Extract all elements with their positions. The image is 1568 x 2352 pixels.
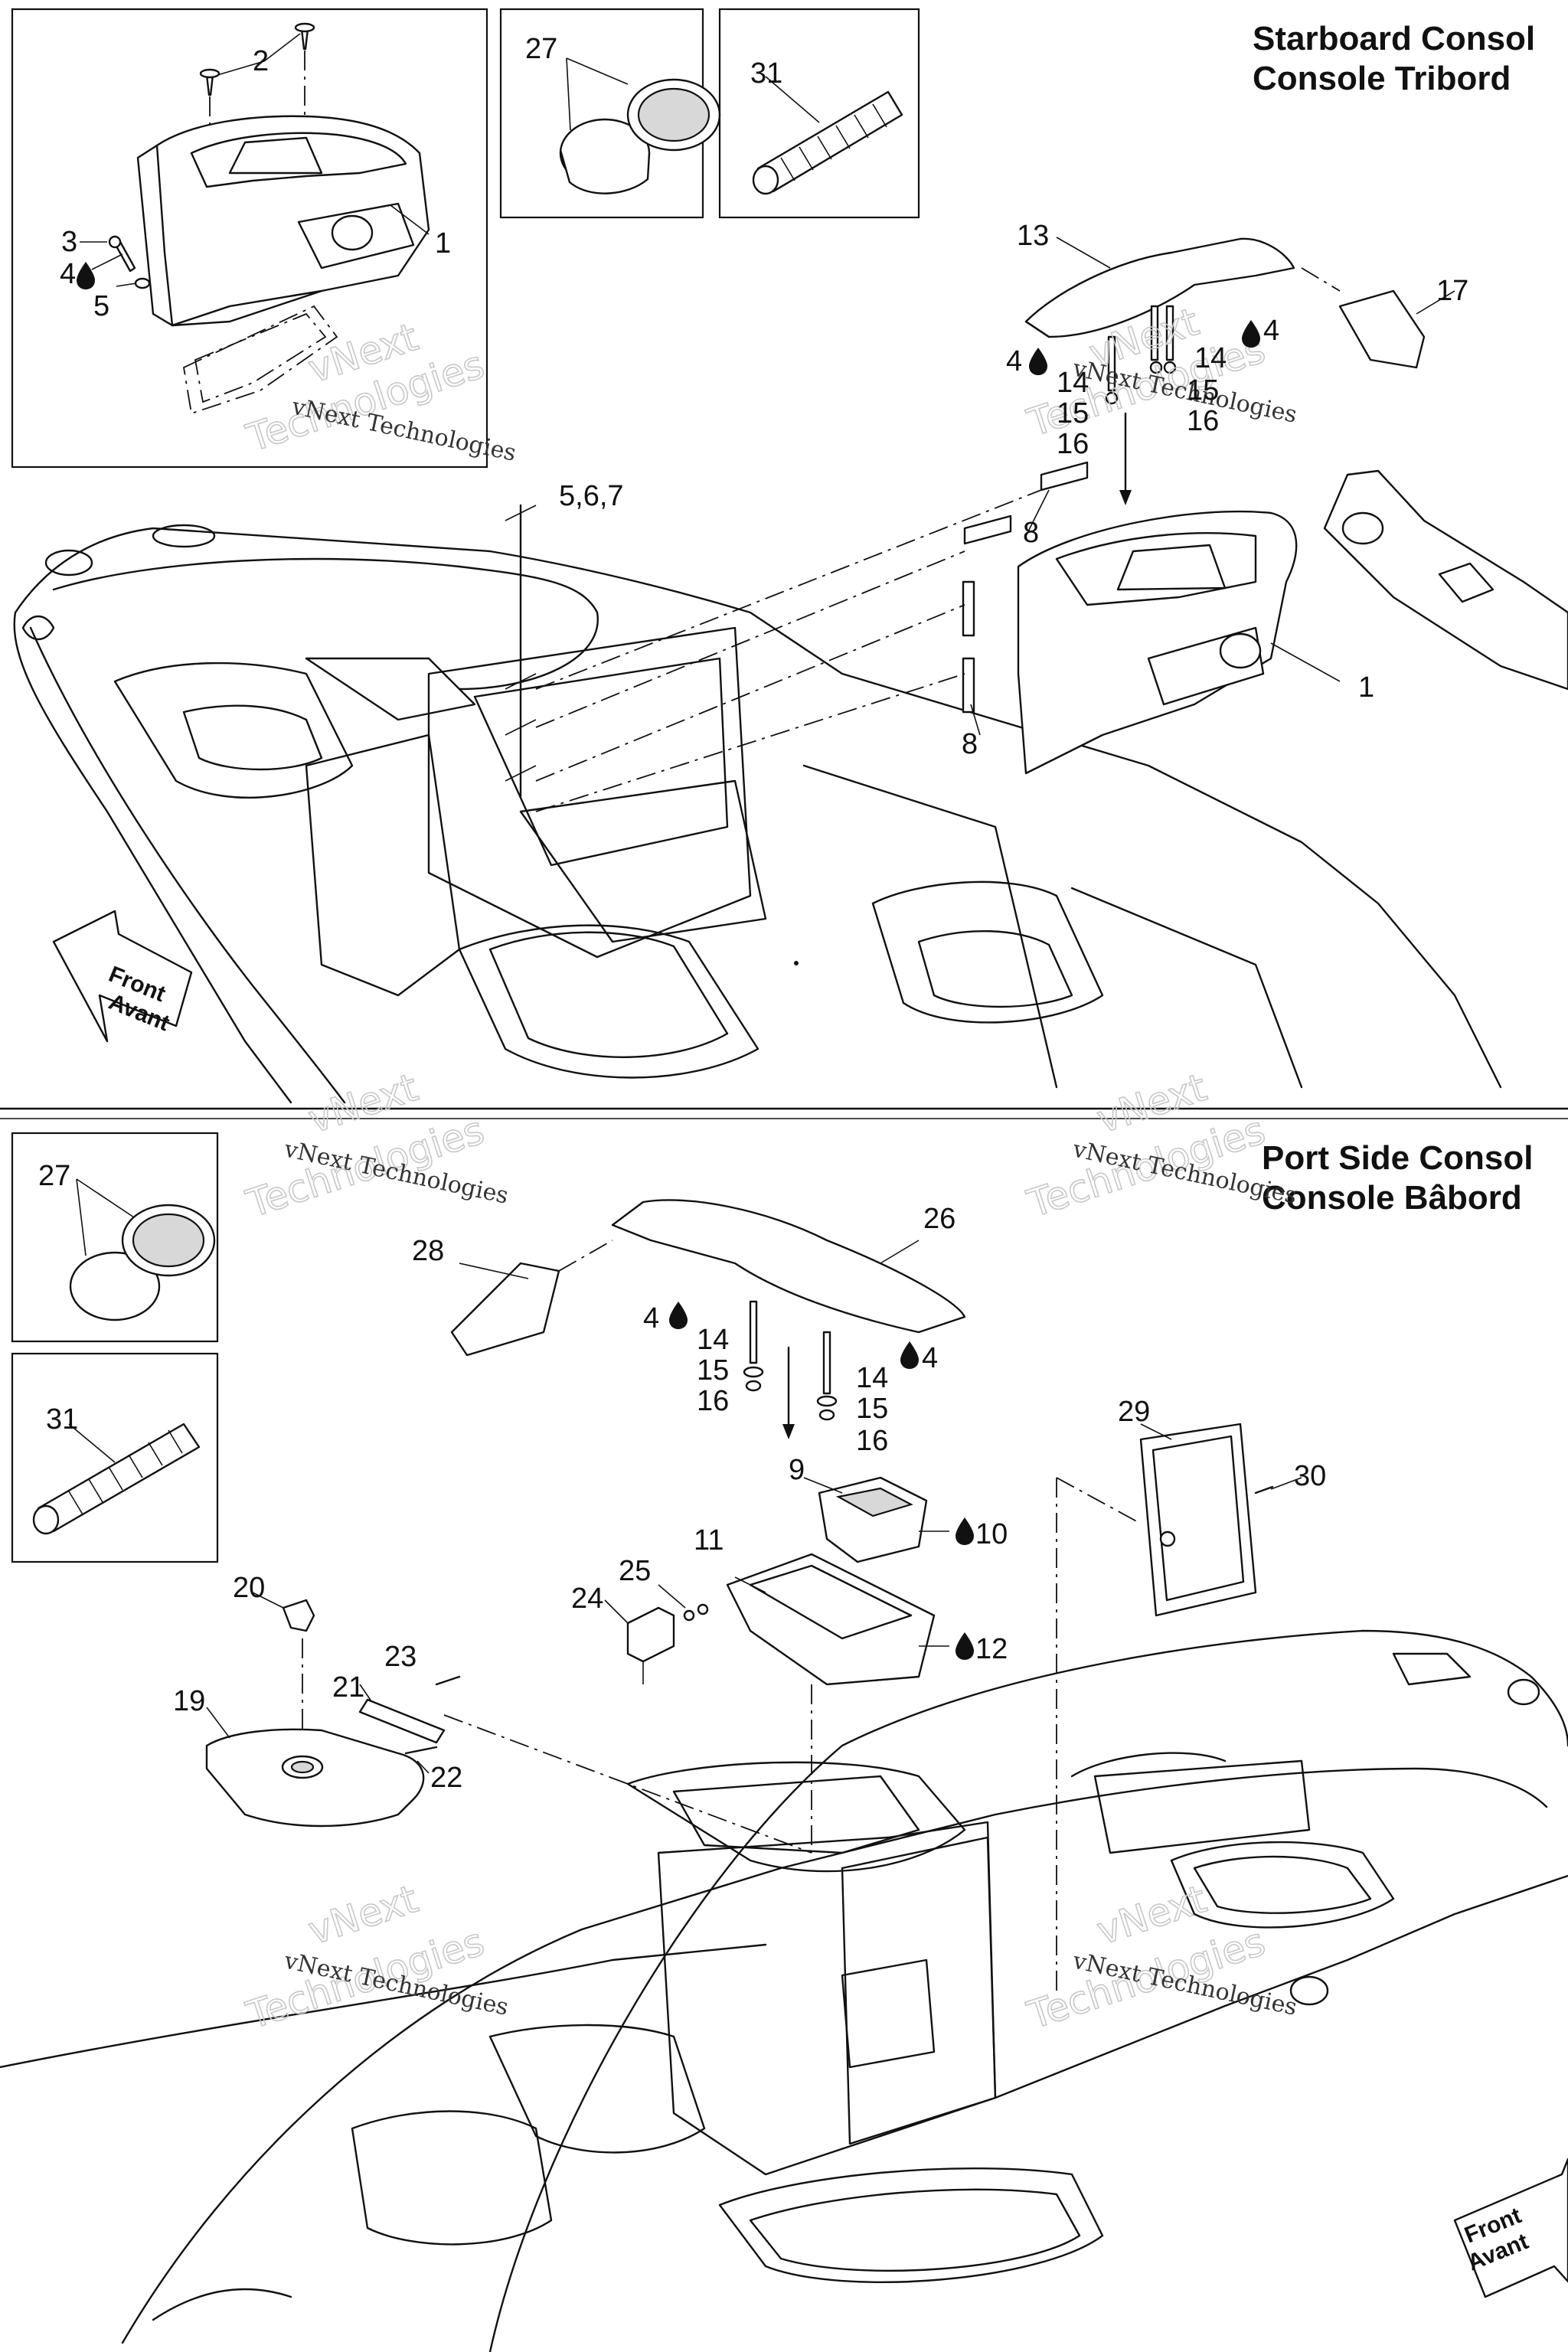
port-console-parts [205,1199,1302,1991]
starboard-console-assembly [505,237,1568,812]
callout-5: 5 [93,290,109,322]
callout-14-starboard-left: 14 [1057,367,1089,399]
inset-box-console-detail [11,8,488,469]
callout-16-starboard-left: 16 [1057,428,1089,460]
watermark-6: vNext Technologies vNext Technologies [1021,1876,1299,2038]
watermark-1: vNext Technologies vNext Technologies [240,314,518,466]
inset-box-tube-top [718,8,920,219]
callout-25: 25 [619,1555,651,1587]
port-front-arrow [1453,2158,1568,2298]
callout-21: 21 [332,1671,364,1704]
callout-13: 13 [1017,220,1049,252]
starboard-title-fr: Console Tribord [1253,60,1511,97]
callout-16-starboard-right: 16 [1187,405,1219,437]
callout-15-starboard-left: 15 [1057,397,1089,430]
callout-2: 2 [253,45,269,77]
callout-30: 30 [1294,1460,1326,1492]
port-boat-hull [0,1629,1568,2352]
callout-5-6-7: 5,6,7 [559,480,624,512]
inset-box-vent-cap-top [499,8,721,219]
starboard-boat-hull [13,524,1502,1104]
port-title-en: Port Side Consol [1262,1139,1534,1177]
callout-15-starboard-right: 15 [1187,374,1219,407]
callout-1-inset: 1 [435,227,451,260]
callout-4-port-right: 4 [922,1342,938,1374]
callout-27-top: 27 [525,33,557,65]
callout-23: 23 [384,1641,416,1673]
callout-31-top: 31 [750,57,782,90]
starboard-front-arrow [52,910,193,1043]
callout-19: 19 [173,1685,205,1717]
callout-4-port-left: 4 [643,1302,659,1334]
watermark-4: vNext Technologies vNext Technologies [1021,1064,1299,1227]
callout-27-bottom: 27 [38,1160,70,1192]
watermark-5: vNext Technologies vNext Technologies [240,1876,511,2038]
callout-16-port-right: 16 [856,1425,888,1457]
inset-box-tube-bottom [11,1352,219,1563]
callout-labels: 1 2 3 4 5 27 31 13 17 4 4 14 14 15 15 16… [38,33,1468,1794]
callout-15-port-right: 15 [856,1393,888,1425]
inset-box-vent-cap-bottom [11,1132,219,1343]
callout-31-bottom: 31 [46,1403,78,1436]
callout-14-port-left: 14 [697,1324,729,1356]
callout-12: 12 [975,1633,1008,1665]
callout-22: 22 [430,1762,462,1794]
callout-29: 29 [1118,1396,1150,1428]
oil-drop-icon [77,262,1260,1660]
callout-3: 3 [61,226,77,258]
callout-9: 9 [789,1454,805,1486]
callout-24: 24 [571,1583,603,1615]
callout-26: 26 [923,1203,956,1235]
callout-8-upper: 8 [1023,517,1039,549]
callout-1-main: 1 [1358,671,1374,704]
callout-28: 28 [412,1235,444,1267]
callout-10: 10 [975,1518,1008,1550]
callout-14-port-right: 14 [856,1362,888,1394]
callout-8-lower: 8 [962,728,978,760]
starboard-title-en: Starboard Consol [1253,20,1536,57]
callout-14-starboard-right: 14 [1194,342,1227,374]
callout-4-starboard-left: 4 [1006,345,1022,377]
section-divider [0,1107,1568,1119]
port-title-fr: Console Bâbord [1262,1179,1522,1217]
callout-17: 17 [1436,275,1468,307]
callout-4-inset: 4 [60,258,76,290]
callout-20: 20 [233,1572,265,1604]
callout-4-starboard-right: 4 [1263,315,1279,347]
callout-11: 11 [694,1524,724,1557]
callout-15-port-left: 15 [697,1354,729,1387]
callout-16-port-left: 16 [697,1385,729,1417]
